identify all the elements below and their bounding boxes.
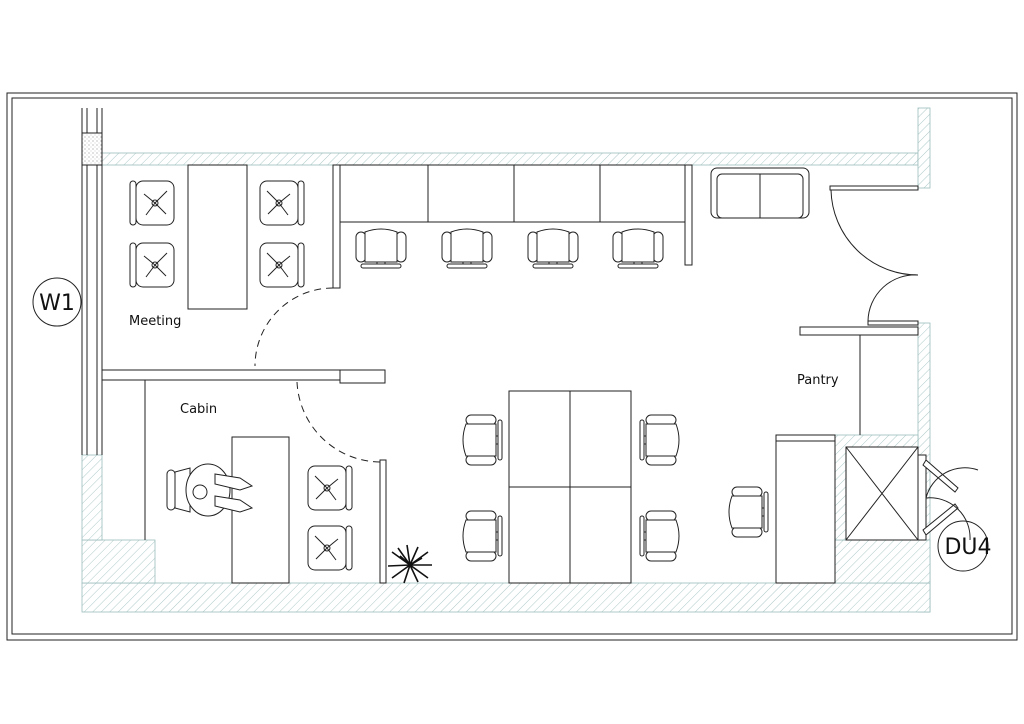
meeting-chair xyxy=(259,242,305,288)
meeting-chair xyxy=(259,180,305,226)
inner-frame xyxy=(11,97,1013,635)
svg-text:DU4: DU4 xyxy=(944,535,991,560)
sofa xyxy=(710,167,810,219)
meeting-chair xyxy=(129,242,175,288)
table-chair xyxy=(639,414,680,466)
meeting-table xyxy=(187,164,248,310)
workstation-chair xyxy=(612,228,664,269)
svg-text:W1: W1 xyxy=(39,291,75,316)
workstation-chair xyxy=(441,228,493,269)
workstation-chair xyxy=(355,228,407,269)
du4-door xyxy=(917,454,979,541)
table-chair xyxy=(462,414,503,466)
service-shaft xyxy=(845,446,919,541)
window-tag: W1 xyxy=(32,277,82,327)
central-table xyxy=(508,390,632,584)
door-tag: DU4 xyxy=(937,520,992,572)
workstation-desks xyxy=(339,164,686,223)
cabin-door-swing xyxy=(296,381,381,463)
table-chair xyxy=(462,510,503,562)
pantry-counter xyxy=(775,434,836,584)
visitor-chair xyxy=(307,465,353,511)
table-chair xyxy=(639,510,680,562)
workstation-chair xyxy=(527,228,579,269)
plant-icon xyxy=(387,544,432,584)
meeting-chair xyxy=(129,180,175,226)
room-label-pantry: Pantry xyxy=(797,373,839,388)
room-label-meeting: Meeting xyxy=(129,314,181,329)
room-label-cabin: Cabin xyxy=(180,402,217,417)
meeting-door-swing xyxy=(254,287,334,367)
visitor-chair xyxy=(307,525,353,571)
column xyxy=(81,132,103,166)
pantry-chair xyxy=(728,486,769,538)
person-at-desk-icon xyxy=(166,463,254,517)
entrance-door-leaf-1 xyxy=(830,189,919,276)
entrance-door-leaf-2 xyxy=(867,274,919,322)
outer-frame xyxy=(6,92,1018,641)
